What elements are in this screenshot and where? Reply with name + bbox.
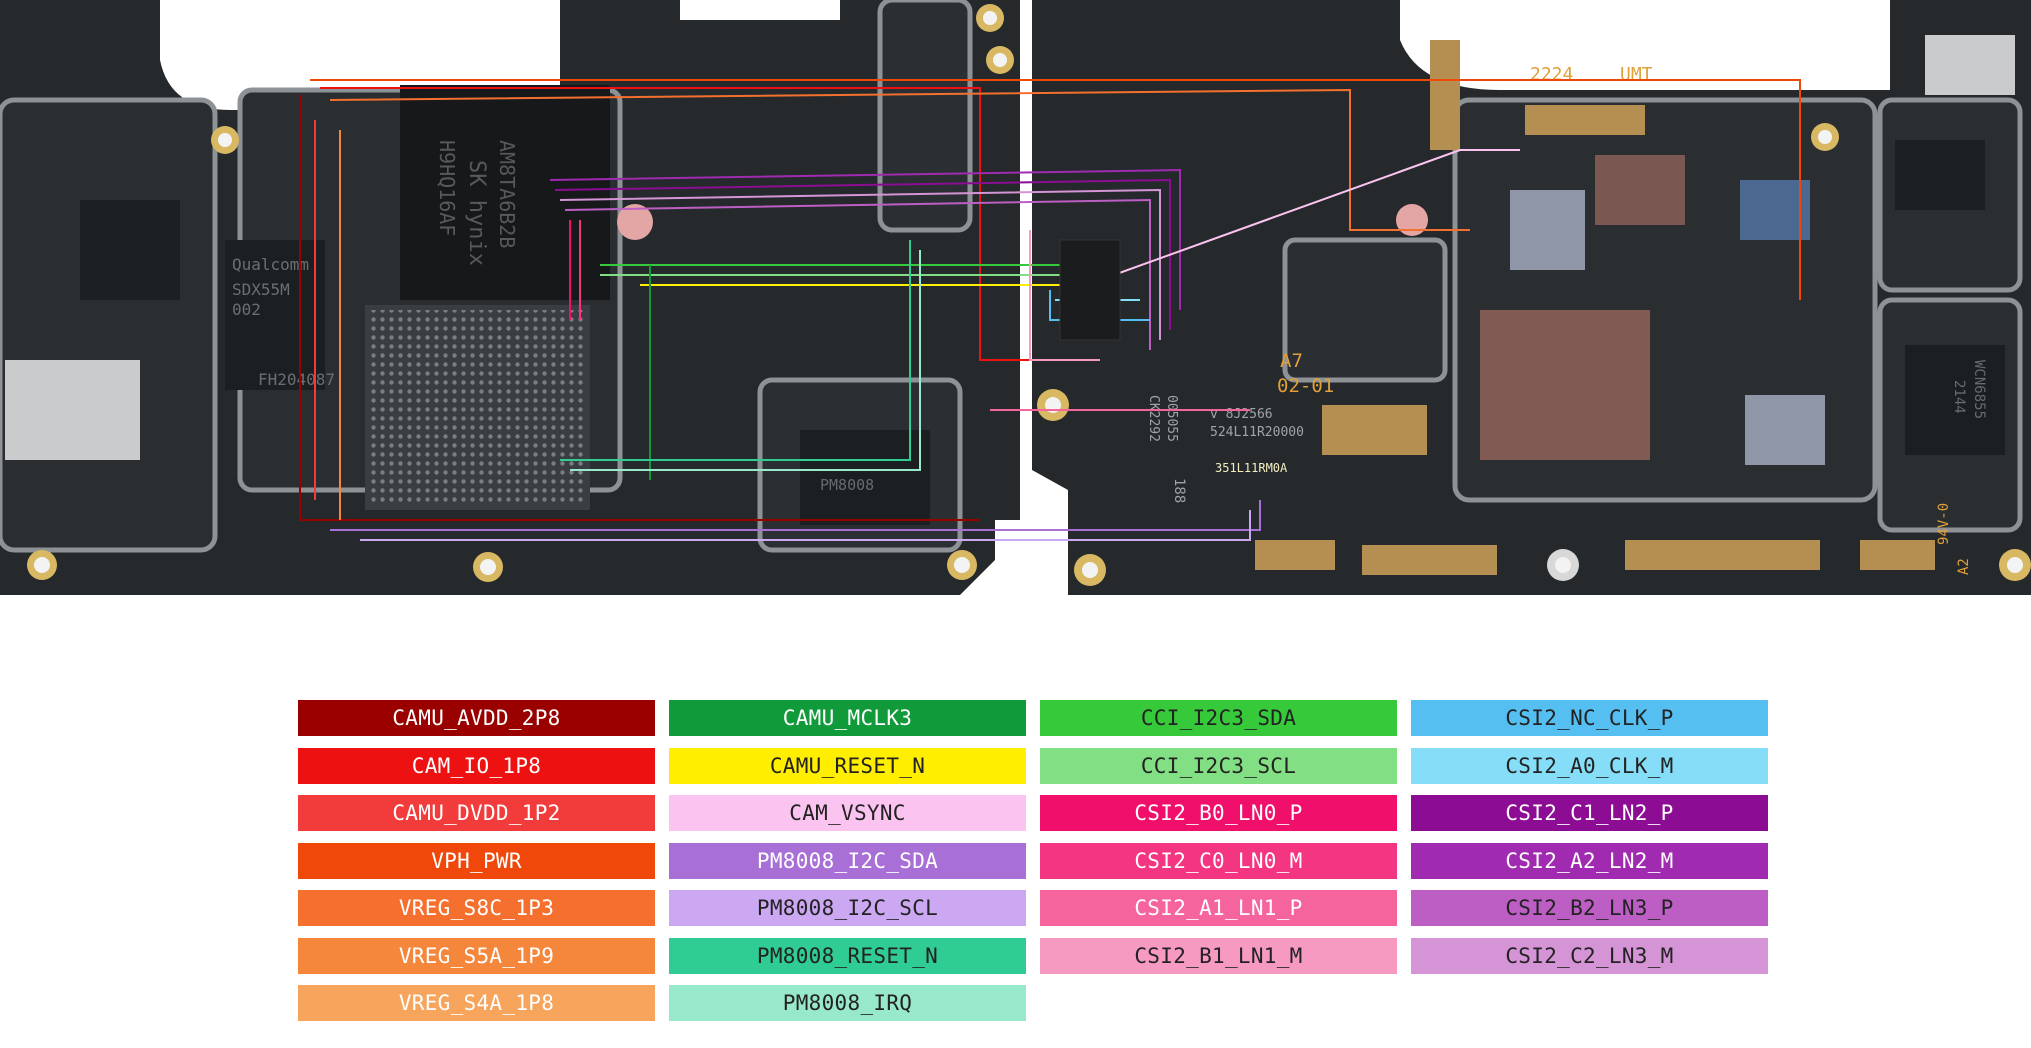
legend-chip-cci-i2c3-sda: CCI_I2C3_SDA [1040, 700, 1397, 736]
legend-chip-pm8008-i2c-sda: PM8008_I2C_SDA [669, 843, 1026, 879]
legend-chip-csi2-a2-ln2-m: CSI2_A2_LN2_M [1411, 843, 1768, 879]
legend-chip-cam-io-1p8: CAM_IO_1P8 [298, 748, 655, 784]
legend-chip-csi2-b1-ln1-m: CSI2_B1_LN1_M [1040, 938, 1397, 974]
pm8008-marking: PM8008 [820, 476, 874, 494]
left-board-half: SK hynix H9HQ16AF AM8TA6B2B Qualcomm SDX… [0, 0, 1020, 595]
modem-sub: 002 [232, 300, 261, 319]
serial-text-1: CK2292 [1146, 395, 1161, 442]
legend-chip-pm8008-reset-n: PM8008_RESET_N [669, 938, 1026, 974]
legend-chip-camu-reset-n: CAMU_RESET_N [669, 748, 1026, 784]
wifi-chip-marking: WCN6855 [1971, 360, 1987, 419]
legend-chip-vreg-s8c-1p3: VREG_S8C_1P3 [298, 890, 655, 926]
maker-text: UMT [1620, 64, 1653, 85]
legend-chip-camu-mclk3: CAMU_MCLK3 [669, 700, 1026, 736]
legend-chip-csi2-c2-ln3-m: CSI2_C2_LN3_M [1411, 938, 1768, 974]
modem-brand: Qualcomm [232, 255, 309, 274]
serial-text-6: 188 [1171, 478, 1187, 503]
memory-marking-2: H9HQ16AF [435, 140, 459, 236]
legend-chip-cci-i2c3-scl: CCI_I2C3_SCL [1040, 748, 1397, 784]
legend-chip-vph-pwr: VPH_PWR [298, 843, 655, 879]
legend-chip-cam-vsync: CAM_VSYNC [669, 795, 1026, 831]
side-mark-2: A2 [1956, 558, 1972, 575]
serial-text-4: 524L11R20000 [1210, 425, 1304, 440]
legend-chip-camu-avdd-2p8: CAMU_AVDD_2P8 [298, 700, 655, 736]
pcb-board-image: SK hynix H9HQ16AF AM8TA6B2B Qualcomm SDX… [0, 0, 2031, 595]
legend-chip-csi2-a1-ln1-p: CSI2_A1_LN1_P [1040, 890, 1397, 926]
rev-a7-text: A7 [1280, 350, 1303, 372]
wifi-chip-code: 2144 [1951, 380, 1967, 414]
legend-chip-csi2-c0-ln0-m: CSI2_C0_LN0_M [1040, 843, 1397, 879]
serial-text-5: 351L11RM0A [1215, 461, 1288, 475]
legend-chip-csi2-c1-ln2-p: CSI2_C1_LN2_P [1411, 795, 1768, 831]
right-board-half: WCN6855 2144 2224 UMT A7 02-01 v 8J2566 … [1032, 0, 2031, 595]
legend-chip-vreg-s5a-1p9: VREG_S5A_1P9 [298, 938, 655, 974]
legend-chip-csi2-nc-clk-p: CSI2_NC_CLK_P [1411, 700, 1768, 736]
legend-chip-camu-dvdd-1p2: CAMU_DVDD_1P2 [298, 795, 655, 831]
date-code-text: 2224 [1530, 64, 1573, 85]
modem-part: SDX55M [232, 280, 290, 299]
memory-marking: SK hynix [464, 160, 489, 266]
signal-traces [299, 79, 1801, 541]
legend-chip-vreg-s4a-1p8: VREG_S4A_1P8 [298, 985, 655, 1021]
side-mark-1: 94V-0 [1936, 503, 1952, 545]
legend-chip-csi2-a0-clk-m: CSI2_A0_CLK_M [1411, 748, 1768, 784]
serial-text-2: 005055 [1164, 395, 1179, 442]
legend-chip-pm8008-irq: PM8008_IRQ [669, 985, 1026, 1021]
legend-chip-csi2-b0-ln0-p: CSI2_B0_LN0_P [1040, 795, 1397, 831]
legend-chip-csi2-b2-ln3-p: CSI2_B2_LN3_P [1411, 890, 1768, 926]
modem-code: FH204087 [258, 370, 335, 389]
rev-02-01-text: 02-01 [1277, 375, 1334, 397]
memory-marking-3: AM8TA6B2B [495, 140, 519, 248]
legend-chip-pm8008-i2c-scl: PM8008_I2C_SCL [669, 890, 1026, 926]
